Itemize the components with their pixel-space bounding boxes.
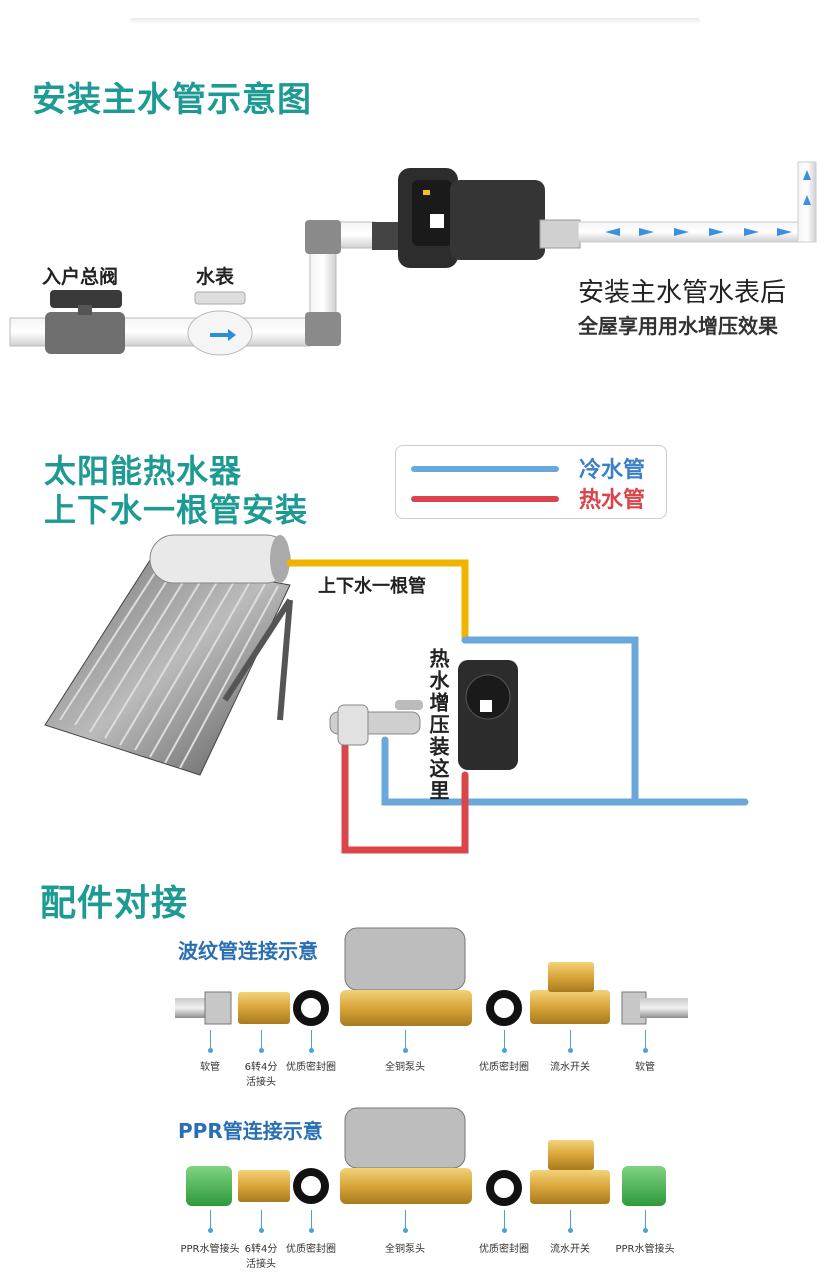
caption-line1: 安装主水管水表后 (578, 278, 787, 308)
faucet (329, 700, 423, 746)
solar-heater-illustration (44, 534, 293, 776)
label-main-valve: 入户总阀 (42, 266, 119, 288)
ppr-part-dot-6 (643, 1228, 648, 1233)
caption-line2: 全屋享用用水增压效果 (578, 314, 778, 338)
corrugated-part-tick-0 (210, 1030, 211, 1050)
ppr-title: PPR管连接示意 (178, 1119, 323, 1143)
ppr-part-tick-4 (504, 1210, 505, 1230)
corrugated-part-tick-2 (311, 1030, 312, 1050)
corrugated-part-tick-1 (261, 1030, 262, 1050)
ppr-part-dot-5 (568, 1228, 573, 1233)
corrugated-part-tick-4 (504, 1030, 505, 1050)
corrugated-part-dot-6 (643, 1048, 648, 1053)
corrugated-part-dot-0 (208, 1048, 213, 1053)
corrugated-part-dot-4 (502, 1048, 507, 1053)
section2-title-line2: 上下水一根管安装 (44, 491, 309, 529)
corrugated-part-tick-3 (405, 1030, 406, 1050)
corrugated-title: 波纹管连接示意 (178, 939, 318, 963)
ppr-part-tick-2 (311, 1210, 312, 1230)
corrugated-part-label-5: 流水开关 (550, 1062, 590, 1073)
ppr-part-tick-5 (570, 1210, 571, 1230)
ppr-part-label-5: 流水开关 (550, 1244, 590, 1255)
pipe-legend: 冷水管 热水管 (395, 445, 667, 519)
corrugated-part-label-2: 优质密封圈 (286, 1062, 336, 1073)
corrugated-part-label-1: 6转4分 活接头 (244, 1062, 278, 1088)
section2-title-line1: 太阳能热水器 (44, 452, 243, 490)
ppr-part-label-1: 6转4分 活接头 (244, 1244, 278, 1270)
section1-title: 安装主水管示意图 (32, 80, 312, 120)
section3-title: 配件对接 (40, 883, 189, 924)
ppr-part-label-4: 优质密封圈 (479, 1244, 529, 1255)
legend-cold-swatch (411, 466, 559, 472)
ppr-part-label-6: PPR水管接头 (615, 1244, 675, 1255)
corrugated-part-dot-3 (403, 1048, 408, 1053)
ppr-part-label-0: PPR水管接头 (180, 1244, 240, 1255)
corrugated-part-tick-6 (645, 1030, 646, 1050)
corrugated-part-label-4: 优质密封圈 (479, 1062, 529, 1073)
corrugated-part-dot-1 (259, 1048, 264, 1053)
ppr-part-tick-0 (210, 1210, 211, 1230)
ppr-part-dot-0 (208, 1228, 213, 1233)
pipe-label: 上下水一根管 (318, 576, 426, 597)
corrugated-part-label-0: 软管 (200, 1062, 220, 1073)
install-here-label: 热水增压装这里 (426, 648, 450, 802)
main-pipe-diagram (9, 161, 817, 356)
ppr-part-label-2: 优质密封圈 (286, 1244, 336, 1255)
pipe-routing (286, 559, 749, 854)
label-water-meter: 水表 (196, 266, 235, 288)
legend-hot-label: 热水管 (579, 488, 646, 513)
ppr-part-tick-6 (645, 1210, 646, 1230)
corrugated-part-label-6: 软管 (635, 1062, 655, 1073)
ppr-part-tick-1 (261, 1210, 262, 1230)
corrugated-part-dot-2 (309, 1048, 314, 1053)
legend-hot-swatch (411, 496, 559, 502)
ppr-part-dot-1 (259, 1228, 264, 1233)
corrugated-part-dot-5 (568, 1048, 573, 1053)
parts-row-2 (186, 1107, 666, 1206)
corrugated-part-label-3: 全铜泵头 (385, 1062, 425, 1073)
pump-2 (458, 660, 518, 770)
legend-cold-label: 冷水管 (579, 458, 646, 483)
ppr-part-dot-2 (309, 1228, 314, 1233)
ppr-part-tick-3 (405, 1210, 406, 1230)
corrugated-part-tick-5 (570, 1030, 571, 1050)
ppr-part-dot-4 (502, 1228, 507, 1233)
ppr-part-dot-3 (403, 1228, 408, 1233)
top-divider (130, 18, 700, 24)
parts-row-1 (175, 927, 688, 1026)
ppr-part-label-3: 全铜泵头 (385, 1244, 425, 1255)
